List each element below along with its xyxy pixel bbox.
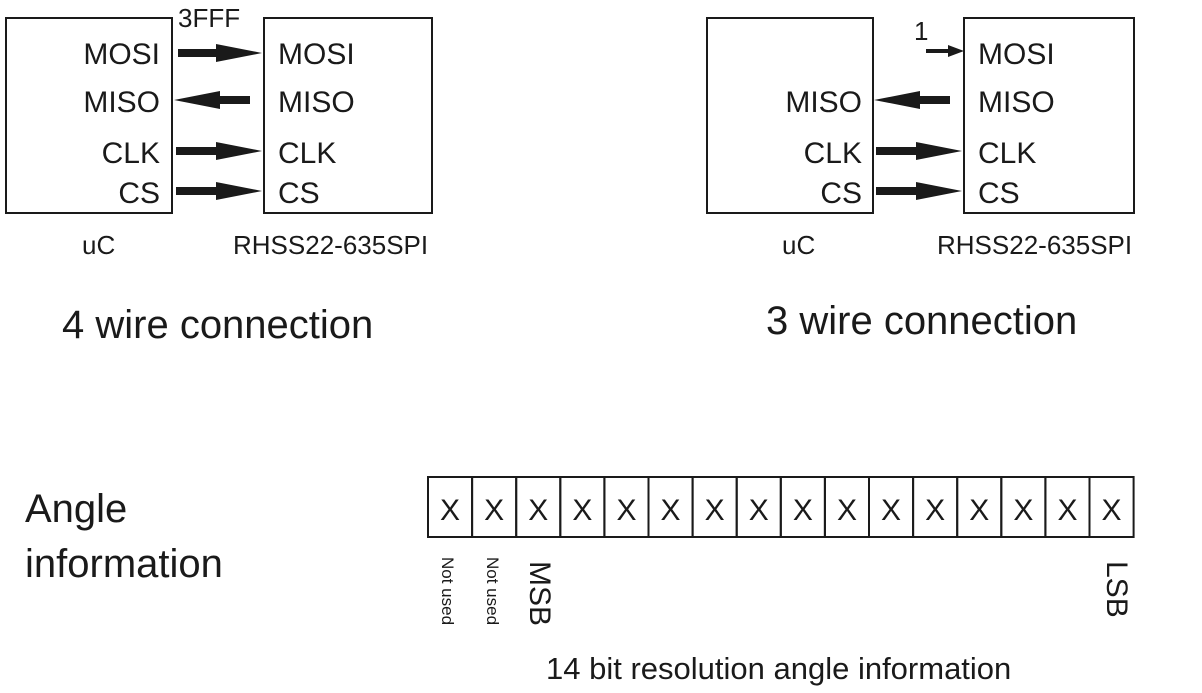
bit-value: X	[1102, 494, 1122, 527]
angle-title-line2: information	[25, 542, 223, 586]
bit-cell: X	[603, 476, 650, 538]
bit-cell: X	[1000, 476, 1047, 538]
three-wire-sensor-label: RHSS22-635SPI	[937, 230, 1132, 260]
bit-cell-border	[1088, 476, 1135, 538]
four-wire-uc-pin-cs: CS	[118, 177, 160, 210]
four-wire-uc-box	[5, 17, 173, 214]
three-wire-sensor-pin-clk: CLK	[978, 137, 1036, 170]
bit-value: X	[925, 494, 945, 527]
four-wire-caption: 4 wire connection	[62, 303, 373, 347]
four-wire-mosi-value: 3FFF	[178, 3, 240, 33]
three-wire-arrow-mosi	[926, 45, 964, 57]
msb-label: MSB	[523, 561, 556, 626]
bit-value: X	[749, 494, 769, 527]
three-wire-arrow-cs	[876, 182, 962, 200]
bit-cell: X	[647, 476, 694, 538]
four-wire-arrow-clk	[176, 142, 262, 160]
bit-cell: X	[912, 476, 959, 538]
not-used-label-2: Not used	[483, 557, 502, 625]
angle-caption: 14 bit resolution angle information	[546, 651, 1011, 686]
four-wire-sensor-pin-clk: CLK	[278, 137, 336, 170]
bit-value: X	[793, 494, 813, 527]
three-wire-caption: 3 wire connection	[766, 299, 1077, 343]
four-wire-sensor-label: RHSS22-635SPI	[233, 230, 428, 260]
bit-value: X	[1013, 494, 1033, 527]
bit-cell: X	[471, 476, 518, 538]
bit-value: X	[661, 494, 681, 527]
bit-cell: X	[515, 476, 562, 538]
bit-value: X	[440, 494, 460, 527]
lsb-label: LSB	[1100, 561, 1133, 618]
four-wire-uc-label: uC	[82, 230, 115, 260]
not-used-label-1: Not used	[438, 557, 457, 625]
three-wire-arrow-clk	[876, 142, 962, 160]
bit-cell: X	[427, 476, 474, 538]
bit-value: X	[969, 494, 989, 527]
four-wire-arrow-mosi	[178, 44, 262, 62]
bit-cell: X	[559, 476, 606, 538]
three-wire-diagram: MISO CLK CS MOSI MISO CLK CS 1 uC RHSS22…	[706, 16, 1135, 343]
bit-value: X	[705, 494, 725, 527]
four-wire-uc-pin-clk: CLK	[102, 137, 160, 170]
four-wire-sensor-box	[263, 17, 433, 214]
angle-title-line1: Angle	[25, 487, 127, 531]
bit-cell: X	[779, 476, 826, 538]
bit-cell: X	[823, 476, 871, 538]
four-wire-sensor-pin-cs: CS	[278, 177, 320, 210]
three-wire-sensor-pin-mosi: MOSI	[978, 38, 1055, 71]
bit-cell: X	[868, 476, 915, 538]
four-wire-uc-pin-miso: MISO	[83, 86, 160, 119]
four-wire-arrow-miso	[174, 91, 250, 109]
three-wire-sensor-box	[963, 17, 1135, 214]
three-wire-uc-label: uC	[782, 230, 815, 260]
bit-value: X	[528, 494, 548, 527]
bit-value: X	[572, 494, 592, 527]
three-wire-mosi-value: 1	[914, 16, 928, 46]
bit-cell: X	[1088, 476, 1135, 538]
bit-value: X	[881, 494, 901, 527]
four-wire-uc-pin-mosi: MOSI	[83, 38, 160, 71]
four-wire-diagram: MOSI MISO CLK CS MOSI MISO CLK CS 3FFF u…	[5, 3, 433, 347]
four-wire-sensor-pin-mosi: MOSI	[278, 38, 355, 71]
four-wire-arrow-cs	[176, 182, 262, 200]
bit-cell: X	[1044, 476, 1091, 538]
bit-value: X	[616, 494, 636, 527]
bit-value: X	[1057, 494, 1077, 527]
three-wire-uc-pin-cs: CS	[820, 177, 862, 210]
bit-cell: X	[735, 476, 782, 538]
three-wire-sensor-pin-cs: CS	[978, 177, 1020, 210]
three-wire-uc-pin-clk: CLK	[804, 137, 862, 170]
three-wire-sensor-pin-miso: MISO	[978, 86, 1055, 119]
three-wire-uc-box	[706, 17, 874, 214]
four-wire-sensor-pin-miso: MISO	[278, 86, 355, 119]
three-wire-uc-pin-miso: MISO	[785, 86, 862, 119]
three-wire-arrow-miso	[874, 91, 950, 109]
bit-value: X	[484, 494, 504, 527]
bit-value: X	[837, 494, 857, 527]
bit-cell: X	[956, 476, 1003, 538]
bit-cell: X	[691, 476, 738, 538]
